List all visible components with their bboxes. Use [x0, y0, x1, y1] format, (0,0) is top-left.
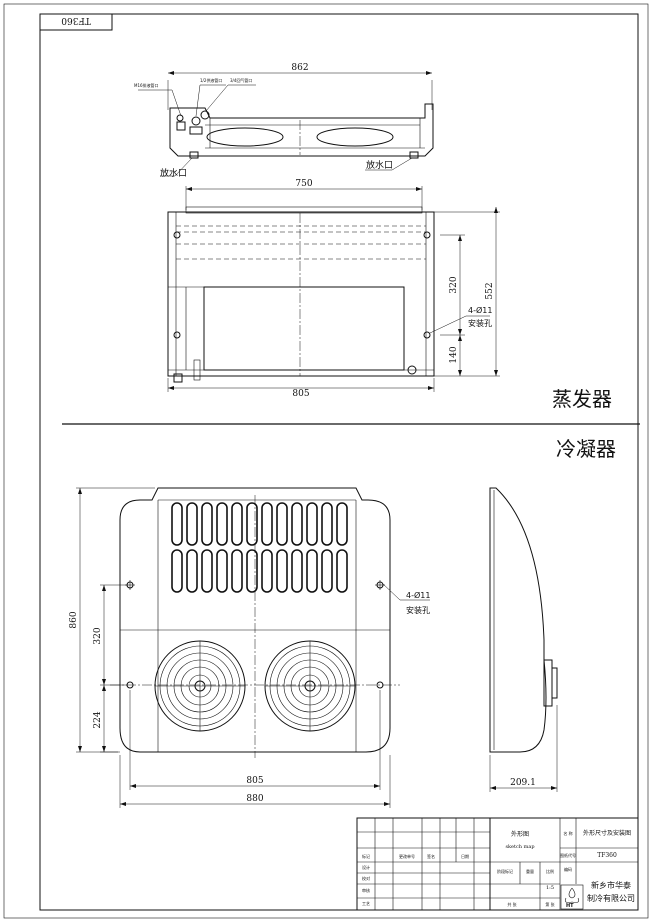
tb-name-value: 外形尺寸及安装图 — [583, 829, 631, 837]
sheet-frame — [39, 13, 639, 911]
label-evap-holes: 4-Ø11 — [468, 305, 492, 315]
tb-drawing-name-en: sketch map — [505, 844, 534, 850]
grille-slot — [216, 549, 228, 593]
tb-header-change: 更改单号 — [399, 853, 415, 859]
condenser-grille — [171, 502, 348, 593]
tb-code-value: TF360 — [597, 852, 617, 859]
dim-cond-880: 880 — [246, 794, 263, 804]
condenser-fan-right — [264, 640, 356, 732]
dim-cond-224: 224 — [93, 711, 103, 728]
tb-row-review: 审核 — [362, 887, 370, 893]
tb-sheets-current: 第 张 — [545, 901, 554, 907]
label-pipe-liquid: 1/2供液管口 — [200, 77, 222, 83]
tb-row-design: 设计 — [362, 864, 370, 870]
dim-evap-320: 320 — [449, 276, 459, 293]
tb-mid-stage: 阶段标记 — [497, 868, 513, 874]
grille-slot — [186, 502, 198, 546]
evaporator-plan-view: 750 805 — [167, 179, 500, 399]
grille-slot — [321, 502, 333, 546]
dim-cond-805: 805 — [246, 776, 263, 786]
label-cond-holes-note: 安装孔 — [406, 605, 430, 615]
grille-slot — [186, 549, 198, 593]
evaporator-side-view: 862 M16排液管口 1/2供液管口 3/4回气管口 放水口 放水口 — [134, 63, 434, 179]
grille-slot — [246, 549, 258, 593]
label-cond-holes: 4-Ø11 — [406, 590, 430, 600]
grille-slot — [201, 549, 213, 593]
tb-mid-scale: 比例 — [546, 868, 554, 874]
grille-slot — [171, 549, 183, 593]
dim-cond-depth: 209.1 — [510, 778, 536, 788]
grille-slot — [231, 502, 243, 546]
label-pipe-gas: 3/4回气管口 — [230, 77, 252, 83]
tb-row-check: 校对 — [362, 875, 370, 881]
condenser-fan-left — [154, 640, 246, 732]
company-logo-icon — [564, 887, 580, 903]
tb-row-process: 工艺 — [362, 901, 370, 906]
tb-header-sign: 签名 — [427, 853, 435, 859]
tb-drawing-name-cn: 外形图 — [511, 830, 529, 838]
grille-slot — [261, 549, 273, 593]
grille-slot — [291, 549, 303, 593]
tb-scale: 1:5 — [546, 885, 554, 891]
grille-slot — [216, 502, 228, 546]
grille-slot — [171, 502, 183, 546]
dim-cond-320: 320 — [93, 627, 103, 644]
dim-evap-552: 552 — [485, 282, 495, 299]
section-title-condenser: 冷凝器 — [556, 437, 616, 461]
condenser-front-view: 4-Ø11 安装孔 860 320 224 805 880 — [69, 487, 430, 808]
dim-evap-750: 750 — [295, 179, 312, 189]
grille-slot — [201, 502, 213, 546]
condenser-outline — [119, 487, 391, 753]
corner-code-box — [39, 13, 113, 31]
title-block: 标记 设计 校对 审核 工艺 更改单号 签名 日期 外形图 sketch map… — [356, 817, 639, 911]
grille-slot — [306, 549, 318, 593]
section-title-evaporator: 蒸发器 — [552, 387, 612, 411]
tb-header-date: 日期 — [461, 853, 469, 859]
sheet-outer-border — [3, 3, 649, 919]
tb-sheets-total: 共 张 — [507, 901, 516, 907]
label-pipe-small: M16排液管口 — [134, 82, 159, 88]
evap-fan-left — [206, 127, 284, 147]
tb-mid-weight: 重量 — [526, 868, 534, 874]
condenser-side-view: 209.1 — [489, 487, 558, 792]
grille-slot — [246, 502, 258, 546]
grille-slot — [291, 502, 303, 546]
grille-slot — [261, 502, 273, 546]
tb-row-mark: 标记 — [362, 853, 370, 859]
grille-slot — [276, 502, 288, 546]
label-drain-left: 放水口 — [160, 167, 187, 179]
dim-evap-862: 862 — [291, 63, 308, 73]
grille-slot — [321, 549, 333, 593]
dim-evap-805: 805 — [292, 389, 309, 399]
tb-company-line1: 新乡市华泰 — [591, 880, 631, 890]
dim-cond-860: 860 — [69, 611, 79, 628]
company-logo-text: HT — [566, 903, 574, 909]
grille-slot — [306, 502, 318, 546]
tb-name-label: 名 称 — [563, 830, 572, 836]
grille-slot — [231, 549, 243, 593]
corner-code: TF360 — [61, 15, 91, 25]
tb-code-label: 图纸代号 — [560, 852, 576, 858]
tb-company-line2: 制冷有限公司 — [587, 893, 635, 903]
tb-material-label: 编码 — [564, 866, 572, 872]
dim-evap-140: 140 — [449, 346, 459, 363]
label-evap-holes-note: 安装孔 — [468, 318, 492, 328]
grille-slot — [336, 549, 348, 593]
grille-slot — [336, 502, 348, 546]
grille-slot — [276, 549, 288, 593]
evap-fan-right — [316, 127, 394, 147]
label-drain-right: 放水口 — [366, 159, 393, 171]
